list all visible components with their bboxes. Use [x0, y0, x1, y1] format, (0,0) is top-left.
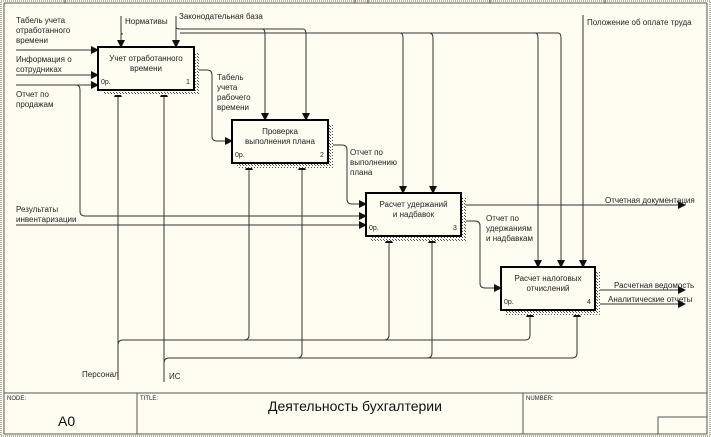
activity-number: 3: [453, 225, 457, 232]
activity-box-1[interactable]: [97, 46, 195, 91]
arrow-mechanism-staff-2[interactable]: [117, 162, 253, 380]
activity-cost: 0р.: [101, 79, 111, 86]
activity-cost: 0р.: [235, 152, 245, 159]
control-label-pay: Положение об оплате труда: [587, 18, 692, 27]
mechanism-label-is: ИС: [169, 372, 181, 381]
activity-number: 2: [320, 152, 324, 159]
arrow-mechanism-is-2[interactable]: [163, 162, 306, 382]
arrow-mechanism-staff-4[interactable]: [384, 309, 534, 341]
node-label: NODE:: [7, 396, 27, 402]
control-label-norms: Нормативы: [125, 17, 168, 26]
control-label-law: Законодательная база: [179, 12, 263, 21]
arrow-input-sales-to-3[interactable]: [75, 84, 367, 220]
arrow-mechanism-is-4[interactable]: [427, 309, 581, 359]
output-label-docs: Отчетная документация: [605, 196, 695, 205]
number-label: NUMBER:: [526, 396, 554, 402]
mechanism-label-staff: Персонал: [82, 370, 119, 379]
activity-cost: 0р.: [369, 225, 379, 232]
activity-box-3[interactable]: [365, 192, 462, 237]
arrow-control-2b[interactable]: [180, 28, 310, 121]
arrow-deductions-report[interactable]: [461, 220, 502, 292]
title-label: TITLE:: [140, 396, 159, 402]
activity-box-2[interactable]: [231, 119, 329, 164]
arrow-control-norms[interactable]: [117, 16, 125, 48]
activity-cost: 0р.: [504, 299, 514, 306]
arrow-work-timesheet[interactable]: [194, 69, 233, 145]
activity-number: 1: [186, 79, 190, 86]
diagram-title: Деятельность бухгалтерии: [268, 398, 442, 414]
arrow-control-4b[interactable]: [430, 32, 565, 268]
output-label-analytics: Аналитические отчеты: [608, 295, 693, 304]
arrow-mechanism-staff-3[interactable]: [244, 235, 393, 341]
arrow-plan-report[interactable]: [328, 144, 367, 208]
activity-box-4[interactable]: [500, 266, 596, 311]
title-block: [4, 392, 708, 435]
node-value: A0: [58, 413, 76, 429]
output-label-payroll: Расчетная ведомость: [614, 281, 695, 290]
activity-number: 4: [587, 299, 591, 306]
